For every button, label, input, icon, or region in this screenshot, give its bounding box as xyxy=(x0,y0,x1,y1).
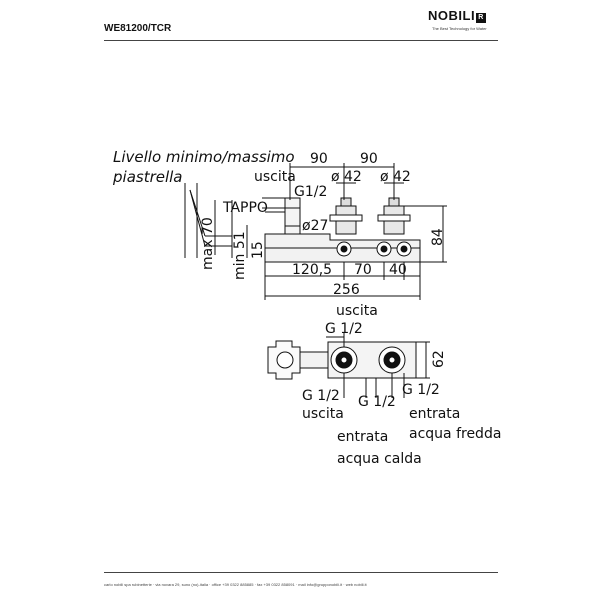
label-tappo: TAPPO xyxy=(222,200,268,216)
header-divider xyxy=(104,40,498,41)
tile-level-note: Livello minimo/massimo xyxy=(113,148,295,166)
dim-dia42-left: ø 42 xyxy=(331,169,362,185)
label-acqua-fredda: acqua fredda xyxy=(409,426,501,442)
dim-62: 62 xyxy=(431,350,447,368)
dim-dia27: ø27 xyxy=(302,218,328,234)
dim-120-5: 120,5 xyxy=(292,262,332,278)
label-uscita-left: uscita xyxy=(302,406,344,422)
product-code: WE81200/TCR xyxy=(104,23,172,34)
label-uscita: uscita xyxy=(254,169,296,185)
label-g12-top: G 1/2 xyxy=(325,321,363,337)
dim-40: 40 xyxy=(389,262,407,278)
dim-90-right: 90 xyxy=(360,151,378,167)
label-g12-mid: G 1/2 xyxy=(358,394,396,410)
dim-min51: min 51 xyxy=(232,231,248,280)
dim-70: 70 xyxy=(354,262,372,278)
tile-level-note-2: piastrella xyxy=(112,168,183,186)
dim-90-left: 90 xyxy=(310,151,328,167)
top-view-drawing xyxy=(267,333,430,398)
dim-84: 84 xyxy=(430,228,446,246)
footer-contact: carlo nobili spa rubinetterie · via nova… xyxy=(104,582,367,587)
brand-name: NOBILI xyxy=(428,8,476,23)
label-entrata-mid: entrata xyxy=(337,429,388,445)
brand-tagline: The Best Technology for Water xyxy=(432,26,487,31)
dim-dia42-right: ø 42 xyxy=(380,169,411,185)
dim-max70: max 70 xyxy=(200,217,216,270)
label-g12-left: G 1/2 xyxy=(302,388,340,404)
label-acqua-calda: acqua calda xyxy=(337,451,422,467)
dim-256: 256 xyxy=(333,282,360,298)
label-uscita-top: uscita xyxy=(336,303,378,319)
label-g12-right: G 1/2 xyxy=(402,382,440,398)
dim-15: 15 xyxy=(250,241,266,259)
label-entrata-right: entrata xyxy=(409,406,460,422)
brand-mark-icon: R xyxy=(476,13,487,23)
side-view-drawing xyxy=(184,163,447,300)
label-g12: G1/2 xyxy=(294,184,327,200)
footer-divider xyxy=(104,572,498,573)
